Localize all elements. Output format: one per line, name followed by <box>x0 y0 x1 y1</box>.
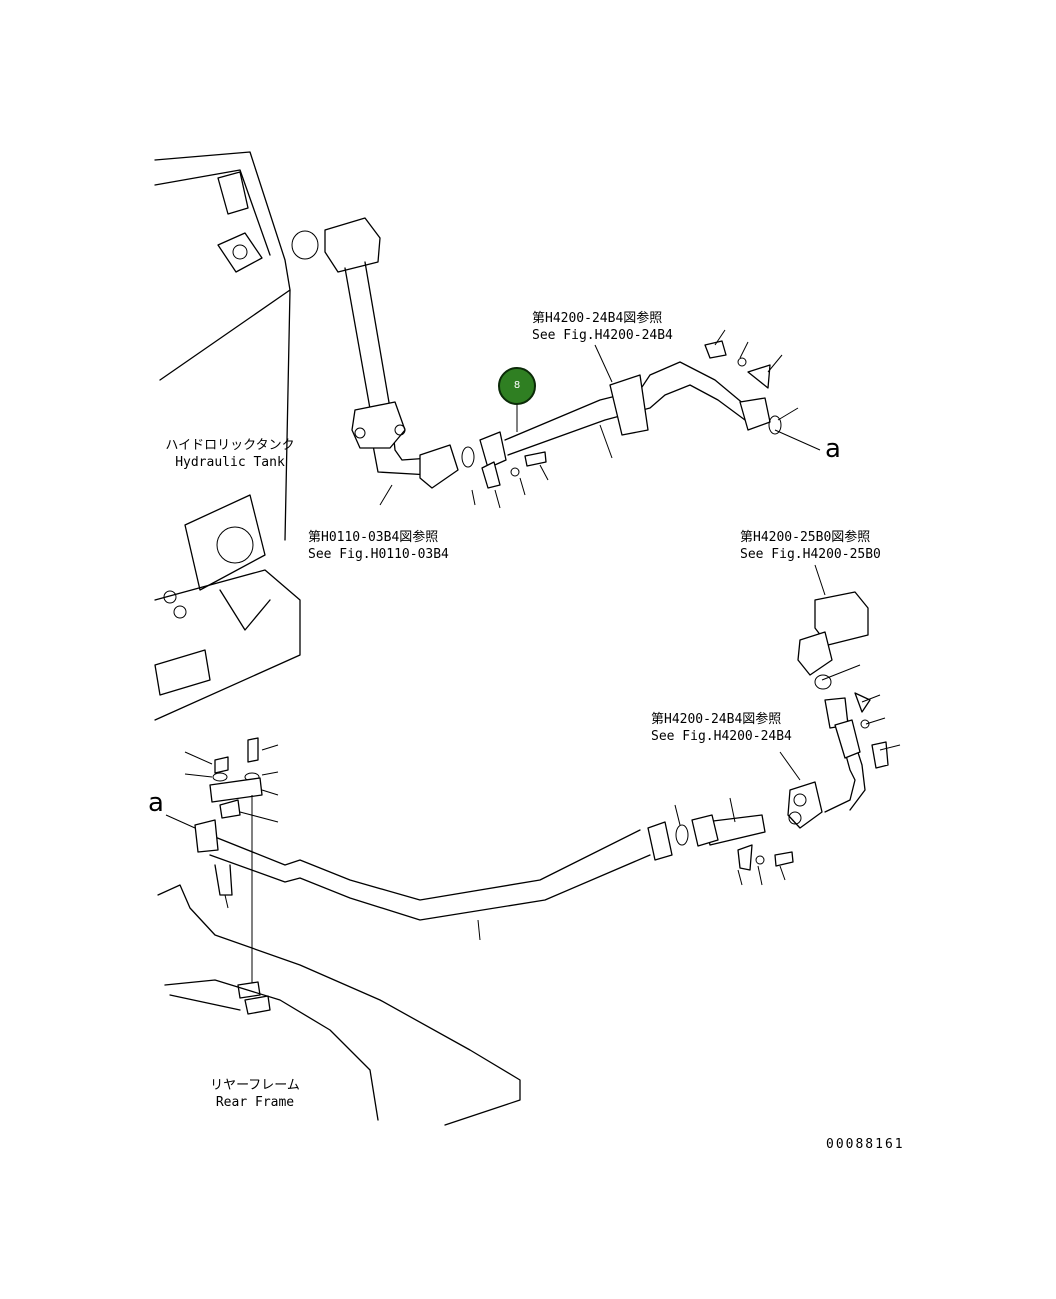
rear-frame <box>157 884 521 1126</box>
marker-a-left: a <box>148 788 164 818</box>
tank-flange-block <box>154 494 301 721</box>
valve-block-right <box>797 591 889 813</box>
ref-left-label-jp: 第H0110-03B4図参照 <box>308 530 439 545</box>
rear-frame-label-en: Rear Frame <box>215 1095 295 1110</box>
suction-pipe <box>324 217 459 489</box>
clamp-bracket <box>209 737 271 1015</box>
ref-top-label-jp: 第H4200-24B4図参照 <box>532 311 663 326</box>
hose-assembly-top <box>461 340 782 489</box>
ref-mid-label-en[interactable]: See Fig.H4200-24B4 <box>651 729 792 744</box>
ref-top-label-en[interactable]: See Fig.H4200-24B4 <box>532 328 673 343</box>
ref-right-label-en[interactable]: See Fig.H4200-25B0 <box>740 547 881 562</box>
hydraulic-tank-label-jp: ハイドロリックタンク <box>165 438 295 453</box>
hydraulic-tank <box>154 151 291 541</box>
drawing-number: 00088161 <box>826 1137 905 1152</box>
part-number-badge[interactable]: 8 <box>498 367 536 405</box>
long-pipe <box>194 819 673 921</box>
leader-lines <box>165 329 901 941</box>
hydraulic-tank-label-en: Hydraulic Tank <box>175 455 285 470</box>
ref-mid-label-jp: 第H4200-24B4図参照 <box>651 712 782 727</box>
ref-left-label-en[interactable]: See Fig.H0110-03B4 <box>308 547 449 562</box>
o-ring <box>291 230 319 260</box>
part-number-badge-text: 8 <box>513 380 521 391</box>
ref-right-label-jp: 第H4200-25B0図参照 <box>740 530 871 545</box>
marker-a-right: a <box>825 434 841 464</box>
hose-assembly-lower <box>675 781 823 871</box>
rear-frame-label-jp: リヤーフレーム <box>210 1078 300 1093</box>
